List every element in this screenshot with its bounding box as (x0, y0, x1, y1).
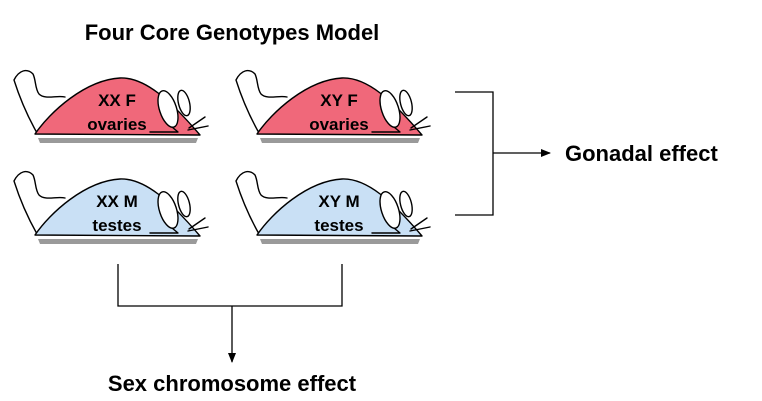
gonadal-effect-label: Gonadal effect (565, 141, 718, 166)
mouse-xy-male: XY M testes (235, 170, 431, 245)
gonadal-bracket (455, 91, 494, 216)
sex-chromosome-bracket (117, 264, 343, 307)
gonad-label-xx-m: testes (92, 216, 141, 235)
gonad-label-xy-m: testes (314, 216, 363, 235)
diagram-title: Four Core Genotypes Model (85, 20, 380, 45)
genotype-label-xy-m: XY M (318, 192, 359, 211)
genotype-label-xx-m: XX M (96, 192, 138, 211)
mouse-xy-female: XY F ovaries (235, 69, 431, 144)
genotype-label-xy-f: XY F (320, 91, 357, 110)
mouse-xx-female: XX F ovaries (13, 69, 209, 144)
genotype-label-xx-f: XX F (98, 91, 136, 110)
gonad-label-xx-f: ovaries (87, 115, 147, 134)
gonad-label-xy-f: ovaries (309, 115, 369, 134)
sex-chromosome-effect-label: Sex chromosome effect (108, 371, 357, 396)
mouse-xx-male: XX M testes (13, 170, 209, 245)
